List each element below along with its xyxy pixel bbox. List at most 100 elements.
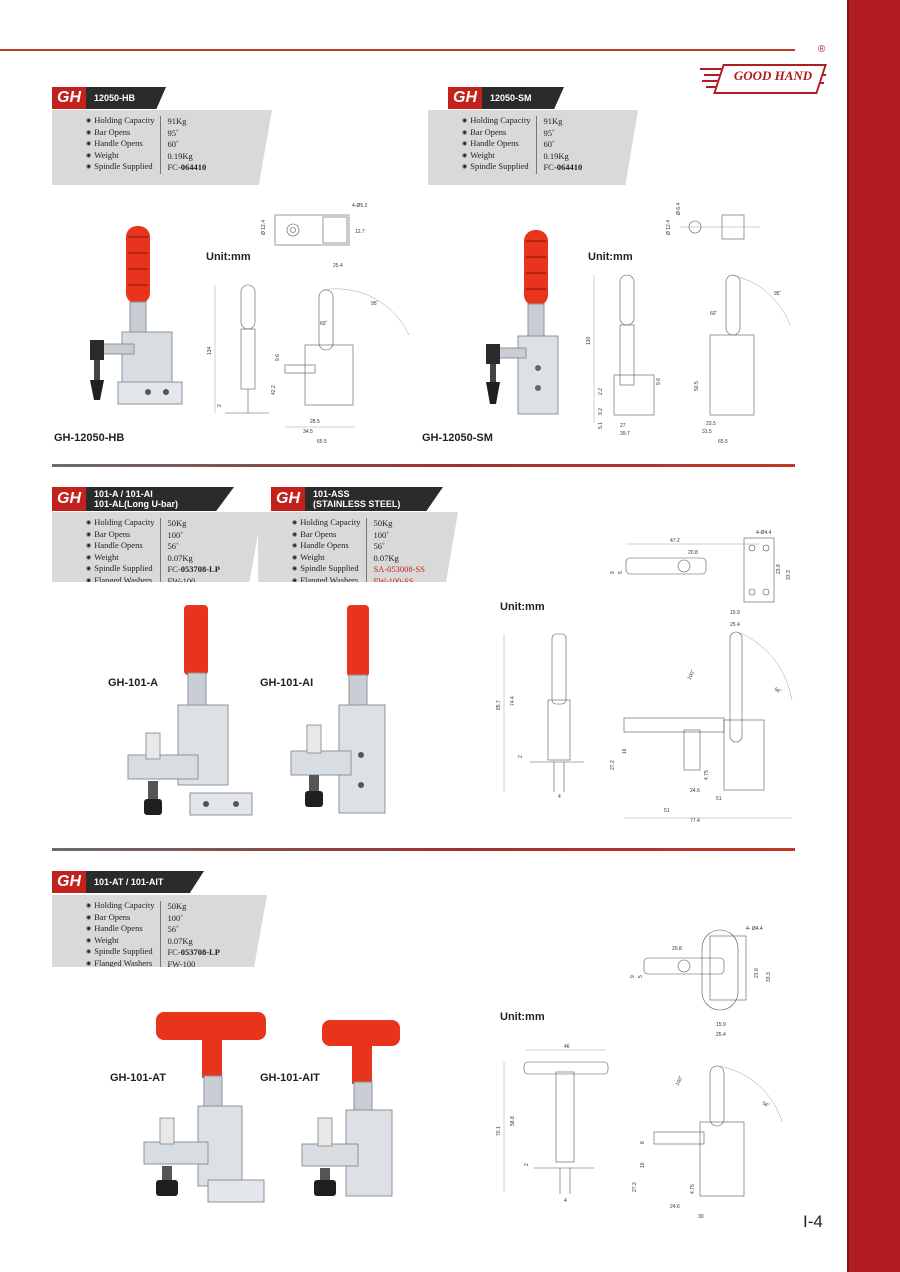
spec-label: Bar Opens [462,127,538,139]
spec-value: 0.19Kg [167,150,193,161]
dim-text: 2 [518,755,524,758]
dim-text: 5 [638,975,644,978]
dim-text: 28.5 [310,419,320,425]
dim-text: 51 [716,796,722,802]
spec-value: 91Kg [543,116,563,126]
dim-text: 33.3 [786,570,792,580]
spec-label: Spindle Supplied [292,563,368,576]
dim-text: 100˚ [674,1075,685,1087]
dim-text: 85.7 [496,700,502,710]
spec-value: FW-100 [167,575,196,586]
spec-box-101-a: Holding Capacity 50Kg Bar Opens 100˚ Handl… [52,512,262,582]
unit-label: Unit:mm [500,601,545,613]
drawing-101-at: 4- Ø4.4 20.8 23.8 33.3 15.9 25.4 9 5 46 … [496,926,783,1220]
dim-text: 58.8 [510,1116,516,1126]
spec-value: FC-053708-LP [161,564,219,576]
dim-text: 39.7 [620,431,630,437]
gh-badge: GH [271,487,305,511]
spec-value: 95˚ [167,127,179,138]
gh-badge: GH [52,487,86,511]
spec-label: Holding Capacity [292,517,368,530]
spec-value: 60˚ [543,139,555,149]
dim-text: 9 [610,571,616,574]
dim-text: 20.8 [688,550,698,556]
dim-text: 46 [564,1044,570,1050]
model-name: 12050-HB [86,87,166,109]
spec-label: Spindle Supplied [86,563,162,576]
model-tag-12050-hb: GH 12050-HB [52,87,166,109]
spec-label: Handle Opens [292,540,368,553]
spec-label: Handle Opens [86,540,162,553]
dim-text: Ø 6.4 [676,203,682,215]
unit-label: Unit:mm [206,251,251,263]
clamp-photo-12050-hb [90,226,183,405]
spec-value: 100˚ [167,912,184,923]
dim-text: 30 [698,1214,704,1220]
dim-text: 23.5 [706,421,716,427]
dim-text: 56˚ [761,1100,771,1110]
spec-label: Bar Opens [86,529,162,541]
dim-text: Ø 12.4 [261,220,267,235]
spec-label: Weight [86,552,162,564]
red-sidebar [849,0,900,1272]
spec-value: 50Kg [167,901,187,911]
product-label-12050-sm: GH-12050-SM [422,432,493,444]
model-name: 101-A / 101-AI 101-AL(Long U-bar) [86,487,234,511]
drawing-12050-sm: Ø 12.4 Ø 6.4 130 2.2 9.2 5.1 27 39.7 9.6… [586,203,791,445]
spec-label: Weight [292,552,368,564]
gh-badge: GH [52,871,86,893]
dim-text: 4 [558,794,561,800]
unit-label: Unit:mm [500,1011,545,1023]
dim-text: 74.4 [510,696,516,706]
dim-text: 25.4 [716,1032,726,1038]
model-tag-12050-sm: GH 12050-SM [448,87,564,109]
spec-value: FC-064410 [161,162,206,174]
gh-badge: GH [52,87,86,109]
spec-label: Weight [86,935,162,947]
dim-text: 24.6 [670,1204,680,1210]
model-name-line1: 101-A / 101-AI [94,489,153,499]
spec-label: Bar Opens [292,529,368,541]
model-name: 101-AT / 101-AIT [86,871,204,893]
dim-text: 60˚ [320,320,328,327]
dim-text: 34.5 [303,429,313,435]
drawing-101-a: 4-Ø4.4 47.2 20.8 23.8 33.3 15.9 25.4 9 5… [496,530,793,824]
dim-text: 27.2 [632,1182,638,1192]
dim-text: Ø 12.4 [666,220,672,235]
model-tag-101-a: GH 101-A / 101-AI 101-AL(Long U-bar) [52,487,234,511]
page-number: I-4 [803,1212,823,1231]
spec-label: Spindle Supplied [86,161,162,174]
spec-value: 50Kg [167,518,187,528]
spec-value-code: 064410 [556,162,583,172]
spec-value: FC-064410 [537,162,582,174]
clamp-photo-101-ait [301,1020,400,1197]
dim-text: 24.6 [690,788,700,794]
spec-value: 0.19Kg [543,150,569,161]
dim-text: 95˚ [774,290,782,297]
spec-label: Holding Capacity [86,517,162,530]
spec-value-prefix: FC- [167,564,181,574]
dim-text: 9 [630,975,636,978]
dim-text: 56˚ [773,686,783,696]
spec-label: Spindle Supplied [86,946,162,959]
dim-text: 25.4 [730,622,740,628]
model-name: 101-ASS (STAINLESS STEEL) [305,487,443,511]
dim-text: 9.6 [656,378,662,385]
dim-text: 134 [207,346,213,355]
dim-text: 4 [564,1198,567,1204]
dim-text: 27.2 [610,760,616,770]
clamp-photo-101-ai [290,605,386,814]
spec-value: 100˚ [373,529,390,540]
spec-label: Handle Opens [86,138,162,151]
spec-label: Flanged Washers [86,958,162,967]
spec-value: SA-053008-SS [373,564,425,574]
dim-text: 2.2 [598,388,604,395]
spec-value: 95˚ [543,127,555,138]
dim-text: 4.75 [704,770,710,780]
spec-value-prefix: FC- [543,162,557,172]
clamp-photo-12050-sm [486,230,559,415]
spec-value: 100˚ [167,529,184,540]
spec-label: Spindle Supplied [462,161,538,174]
dim-text: 12.7 [355,229,365,235]
